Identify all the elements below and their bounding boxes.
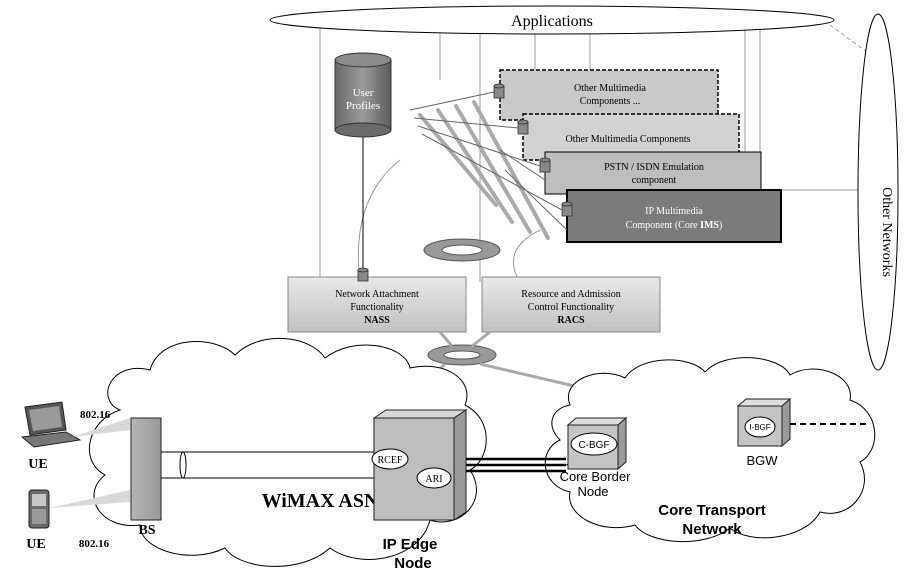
phone-radio-link bbox=[50, 490, 130, 508]
component-feed-lines bbox=[409, 91, 568, 231]
user-profiles-label-1: User bbox=[353, 87, 374, 99]
ari-label: ARI bbox=[425, 474, 442, 485]
component-0-line2: Components ... bbox=[580, 96, 641, 107]
component-other-multimedia-2 bbox=[499, 69, 719, 121]
nass-line1: Network Attachment bbox=[335, 289, 419, 300]
user-profiles-database-icon bbox=[334, 52, 392, 138]
core-transport-cloud bbox=[544, 357, 876, 543]
racs-line2: Control Functionality bbox=[528, 302, 614, 313]
component-db-icons bbox=[493, 83, 573, 217]
i-bgf-label: I-BGF bbox=[749, 423, 770, 432]
diagonal-interface-lines bbox=[418, 100, 550, 240]
core-transport-label-1: Core Transport bbox=[658, 502, 766, 519]
component-0-line1: Other Multimedia bbox=[574, 83, 646, 94]
core-border-label-1: Core Border bbox=[560, 469, 631, 484]
ari-circle bbox=[416, 467, 452, 489]
nass-box bbox=[287, 276, 467, 333]
other-networks-label: Other Networks bbox=[879, 187, 894, 277]
other-networks-ellipse bbox=[857, 13, 899, 371]
rcef-label: RCEF bbox=[377, 455, 402, 466]
component-2-line2: component bbox=[632, 175, 677, 186]
link-label-802-16-lower: 802.16 bbox=[79, 538, 110, 550]
laptop-icon bbox=[20, 401, 82, 448]
laptop-radio-link bbox=[72, 418, 130, 437]
racs-box bbox=[481, 276, 661, 333]
ip-edge-label-2: Node bbox=[394, 555, 432, 572]
i-bgf-circle bbox=[744, 416, 776, 438]
nass-acronym: NASS bbox=[364, 315, 390, 326]
base-station-box bbox=[130, 417, 162, 521]
wimax-asn-label: WiMAX ASN bbox=[262, 490, 379, 512]
core-transport-label-2: Network bbox=[682, 521, 742, 538]
mobile-phone-icon bbox=[28, 489, 50, 529]
core-border-label-2: Node bbox=[577, 484, 608, 499]
component-3-line2: Component (Core IMS) bbox=[626, 220, 723, 231]
bgw-label: BGW bbox=[746, 453, 778, 468]
ip-edge-label-1: IP Edge bbox=[383, 536, 438, 553]
lower-ring-icon bbox=[427, 344, 497, 366]
component-1-line1: Other Multimedia Components bbox=[566, 134, 691, 145]
applications-ellipse bbox=[269, 5, 835, 35]
ue-label-phone: UE bbox=[26, 537, 45, 552]
rcef-circle bbox=[371, 448, 409, 470]
application-connectors bbox=[319, 24, 879, 283]
c-bgf-label: C-BGF bbox=[578, 440, 609, 451]
applications-label: Applications bbox=[511, 13, 593, 30]
component-ip-multimedia-ims bbox=[566, 189, 782, 243]
upper-ring-icon bbox=[423, 238, 501, 262]
link-label-802-16-upper: 802.16 bbox=[80, 409, 111, 421]
nass-line2: Functionality bbox=[350, 302, 403, 313]
user-profiles-label-2: Profiles bbox=[346, 100, 380, 112]
bs-to-edge-link bbox=[161, 451, 374, 479]
racs-line1: Resource and Admission bbox=[521, 289, 620, 300]
nass-db-icon bbox=[357, 267, 369, 282]
ue-label-laptop: UE bbox=[28, 457, 47, 472]
c-bgf-circle bbox=[570, 432, 618, 456]
component-3-line1: IP Multimedia bbox=[645, 206, 703, 217]
component-pstn-isdn bbox=[544, 151, 762, 195]
bs-label: BS bbox=[138, 523, 155, 538]
racs-acronym: RACS bbox=[557, 315, 585, 326]
component-2-line1: PSTN / ISDN Emulation bbox=[604, 162, 704, 173]
